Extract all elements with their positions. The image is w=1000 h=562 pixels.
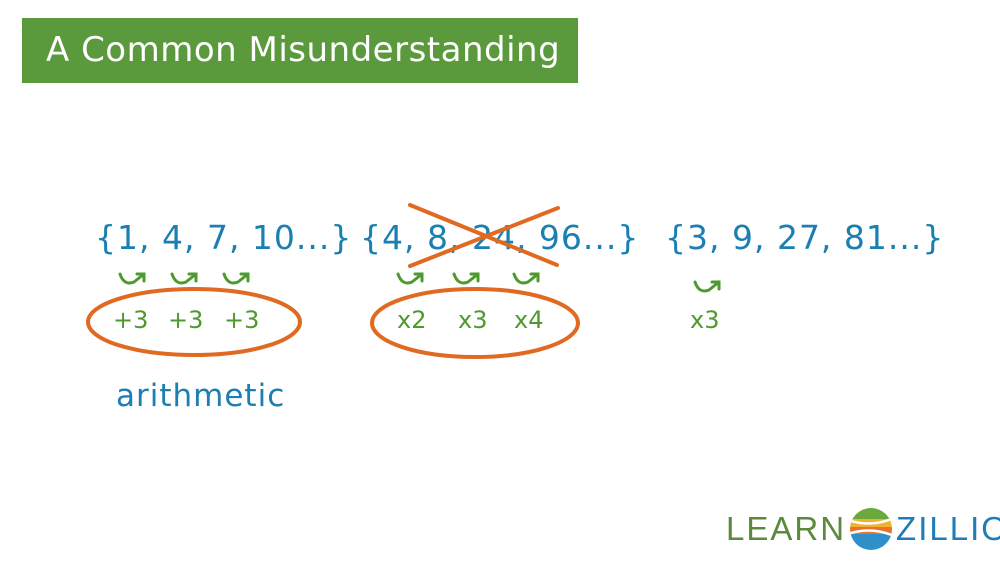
curved-arrow-icon xyxy=(452,272,480,285)
operation-label: x2 xyxy=(397,306,427,334)
title-bar: A Common Misunderstanding xyxy=(22,18,578,83)
arithmetic-label: arithmetic xyxy=(116,378,286,414)
curved-arrow-icon xyxy=(396,272,424,285)
operation-label: x4 xyxy=(514,306,544,334)
curved-arrow-icon xyxy=(170,272,198,285)
operation-label: +3 xyxy=(113,306,149,334)
circle-annotation xyxy=(86,287,302,357)
operation-label: x3 xyxy=(690,306,720,334)
operation-label: +3 xyxy=(168,306,204,334)
operation-label: x3 xyxy=(458,306,488,334)
cross-out-line xyxy=(408,206,560,268)
curved-arrow-icon xyxy=(512,272,540,285)
sequence-arithmetic: {1, 4, 7, 10...} xyxy=(95,218,353,257)
learnzillion-logo-icon xyxy=(850,508,893,550)
operation-label: +3 xyxy=(224,306,260,334)
slide-title: A Common Misunderstanding xyxy=(46,30,561,70)
cross-out-line xyxy=(408,203,559,267)
curved-arrow-icon xyxy=(118,272,146,285)
sequence-geometric: {3, 9, 27, 81...} xyxy=(665,218,945,257)
sequence-crossed: {4, 8, 24, 96...} xyxy=(360,218,640,257)
curved-arrow-icon xyxy=(693,280,721,293)
circle-annotation xyxy=(370,287,580,359)
curved-arrow-icon xyxy=(222,272,250,285)
learnzillion-logo: LEARN ZILLION xyxy=(726,506,1000,552)
